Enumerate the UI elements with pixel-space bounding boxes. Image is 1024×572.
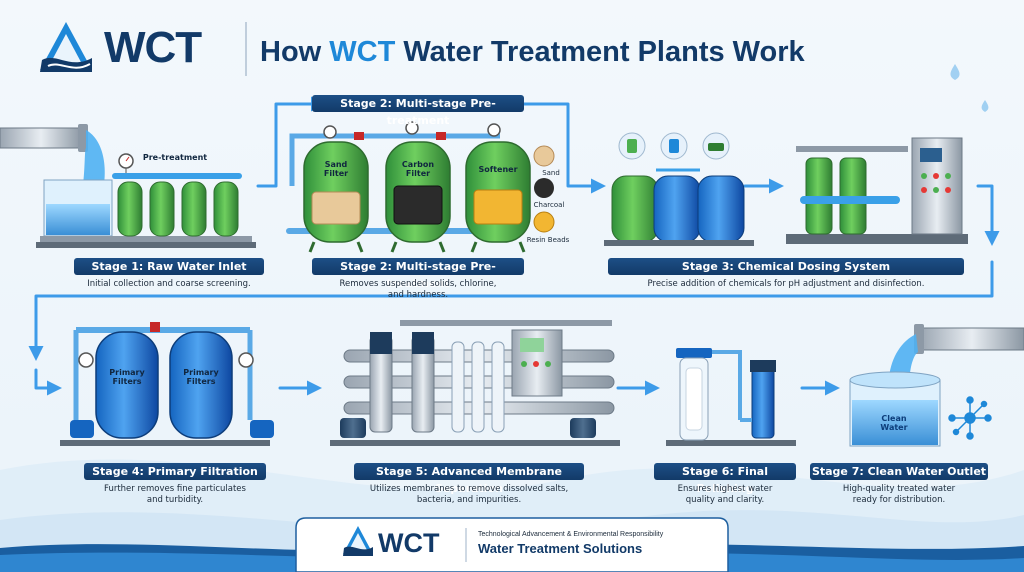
flow-arrow bbox=[976, 184, 1000, 246]
stage1-equipment bbox=[0, 124, 256, 248]
stage7-tank-label: Clean Water bbox=[880, 414, 908, 432]
media-label-resin: Resin Beads bbox=[526, 236, 570, 244]
footer-subtitle: Water Treatment Solutions bbox=[478, 541, 643, 556]
stage2-description: Removes suspended solids, chlorine, and … bbox=[339, 279, 497, 300]
footer-tagline: Technological Advancement & Environmenta… bbox=[478, 531, 664, 538]
stage2-vessel-label: Softener bbox=[478, 165, 518, 174]
droplet-icon bbox=[950, 64, 960, 80]
footer-brand: WCT bbox=[378, 528, 440, 558]
stage2-vessel-label: Carbon Filter bbox=[401, 160, 435, 178]
stage6-description: Ensures highest water quality and clarit… bbox=[677, 484, 773, 505]
header-brand: WCT bbox=[104, 23, 202, 72]
stage1-description: Initial collection and coarse screening. bbox=[87, 279, 251, 289]
stage2-vessel-label: Sand Filter bbox=[323, 160, 349, 178]
stage5-description: Utilizes membranes to remove dissolved s… bbox=[369, 484, 569, 505]
media-label-sand: Sand bbox=[542, 169, 560, 177]
droplet-icon bbox=[981, 100, 989, 112]
molecule-icon bbox=[948, 396, 992, 440]
stage7-banner: Stage 7: Clean Water Outlet bbox=[810, 463, 988, 480]
stage3-description: Precise addition of chemicals for pH adj… bbox=[647, 279, 925, 289]
stage4-banner: Stage 4: Primary Filtration bbox=[84, 463, 266, 480]
stage3-equipment bbox=[604, 132, 968, 246]
stage4-vessel-label: Primary Filters bbox=[183, 368, 219, 386]
page-title-post: Water Treatment Plants Work bbox=[395, 36, 805, 68]
page-title: How WCT Water Treatment Plants Work bbox=[260, 30, 960, 74]
stage4-description: Further removes fine particulates and tu… bbox=[104, 484, 246, 505]
footer-panel bbox=[295, 517, 729, 572]
media-label-charcoal: Charcoal bbox=[533, 201, 565, 209]
flow-arrow bbox=[28, 260, 994, 361]
flow-arrow bbox=[256, 96, 326, 188]
stage6-banner: Stage 6: Final Polishing bbox=[654, 463, 796, 495]
stage5-banner: Stage 5: Advanced Membrane Separation bbox=[354, 463, 584, 495]
stage6-equipment bbox=[666, 348, 796, 446]
stage7-description: High-quality treated water ready for dis… bbox=[842, 484, 956, 505]
stage7-equipment bbox=[849, 324, 1024, 447]
stage1-banner: Stage 1: Raw Water Inlet bbox=[74, 258, 264, 275]
stage5-equipment bbox=[330, 320, 620, 446]
flow-arrow bbox=[34, 368, 62, 396]
stage3-banner: Stage 3: Chemical Dosing System bbox=[608, 258, 964, 275]
top-flow-label: Stage 2: Multi-stage Pre-treatment bbox=[312, 95, 524, 127]
flow-arrow bbox=[522, 102, 606, 194]
page-title-brand: WCT bbox=[329, 36, 396, 68]
stage2-banner: Stage 2: Multi-stage Pre-treatment bbox=[312, 258, 524, 290]
stage2-equipment bbox=[286, 121, 555, 253]
stage4-equipment bbox=[60, 322, 274, 446]
footer-logo-icon bbox=[343, 526, 373, 556]
stage1-equipment-label: Pre-treatment bbox=[142, 153, 208, 162]
page-title-pre: How bbox=[260, 36, 330, 68]
wct-logo-icon bbox=[40, 22, 92, 72]
flow-arrows bbox=[28, 96, 1000, 396]
stage4-vessel-label: Primary Filters bbox=[109, 368, 145, 386]
